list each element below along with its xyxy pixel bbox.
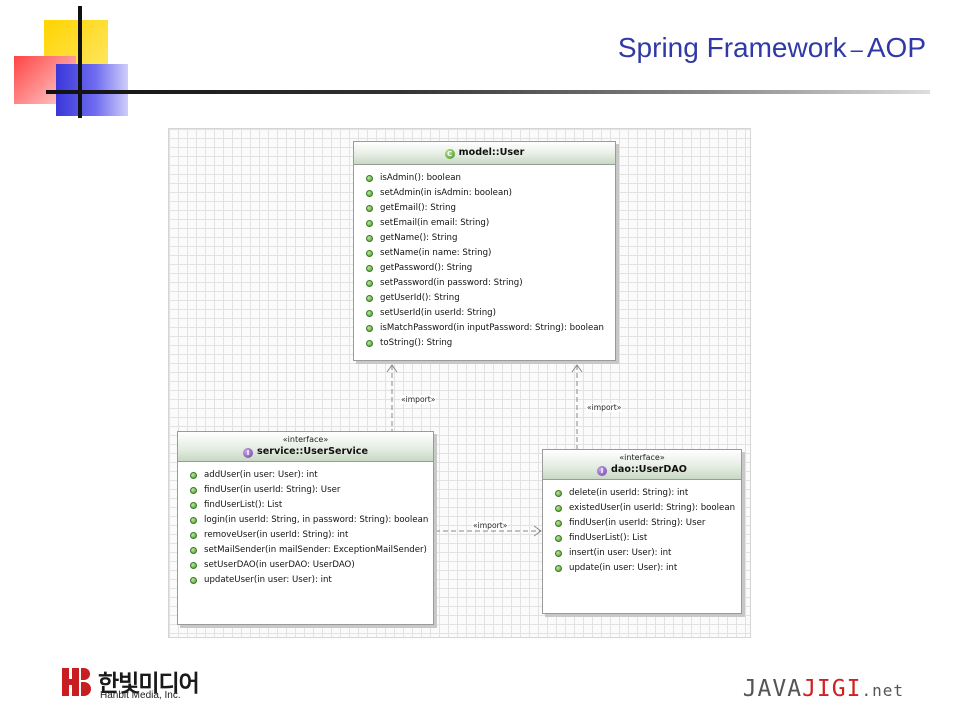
slide-title: Spring Framework–AOP [618, 32, 926, 64]
method-item: updateUser(in user: User): int [178, 573, 433, 588]
interface-name: dao::UserDAO [611, 464, 687, 475]
method-item: toString(): String [354, 336, 615, 351]
public-method-icon [366, 295, 373, 302]
javajigi-java: JAVA [742, 676, 803, 702]
public-method-icon [555, 520, 562, 527]
public-method-icon [366, 220, 373, 227]
publisher-subtitle: Hanbit Media, Inc. [100, 690, 181, 701]
import-label-dao-user: «import» [586, 403, 623, 412]
public-method-icon [555, 535, 562, 542]
public-method-icon [190, 577, 197, 584]
public-method-icon [366, 175, 373, 182]
method-list: delete(in userId: String): int existedUs… [543, 480, 741, 576]
import-label-service-dao: «import» [472, 521, 509, 530]
method-item: setName(in name: String) [354, 246, 615, 261]
method-list: addUser(in user: User): int findUser(in … [178, 462, 433, 588]
title-underline [46, 90, 930, 94]
public-method-icon [190, 517, 197, 524]
javajigi-logo: JAVAJIGI.net [743, 676, 904, 702]
public-method-icon [555, 490, 562, 497]
public-method-icon [366, 325, 373, 332]
hanbit-mark-icon [62, 668, 92, 696]
public-method-icon [366, 250, 373, 257]
stereotype-label: «interface» [619, 453, 665, 462]
public-method-icon [366, 310, 373, 317]
method-item: getName(): String [354, 231, 615, 246]
public-method-icon [366, 340, 373, 347]
interface-icon: I [597, 466, 608, 476]
class-name: model::User [458, 147, 525, 158]
method-item: setUserId(in userId: String) [354, 306, 615, 321]
public-method-icon [190, 562, 197, 569]
method-item: findUserList(): List [543, 531, 741, 546]
public-method-icon [190, 472, 197, 479]
dependency-arrows [386, 364, 583, 537]
public-method-icon [366, 190, 373, 197]
method-item: getEmail(): String [354, 201, 615, 216]
method-item: findUser(in userId: String): User [178, 483, 433, 498]
method-item: insert(in user: User): int [543, 546, 741, 561]
import-label-service-user: «import» [400, 395, 437, 404]
method-item: setUserDAO(in userDAO: UserDAO) [178, 558, 433, 573]
public-method-icon [190, 502, 197, 509]
method-item: findUserList(): List [178, 498, 433, 513]
javajigi-net: .net [861, 681, 904, 700]
slide-title-main: Spring Framework [617, 32, 847, 63]
public-method-icon [555, 550, 562, 557]
public-method-icon [190, 547, 197, 554]
method-item: removeUser(in userId: String): int [178, 528, 433, 543]
method-list: isAdmin(): boolean setAdmin(in isAdmin: … [354, 165, 615, 351]
method-item: findUser(in userId: String): User [543, 516, 741, 531]
public-method-icon [366, 205, 373, 212]
class-icon: C [444, 149, 455, 159]
public-method-icon [190, 532, 197, 539]
method-item: delete(in userId: String): int [543, 486, 741, 501]
public-method-icon [366, 235, 373, 242]
public-method-icon [555, 505, 562, 512]
method-item: login(in userId: String, in password: St… [178, 513, 433, 528]
method-item: existedUser(in userId: String): boolean [543, 501, 741, 516]
method-item: getPassword(): String [354, 261, 615, 276]
slide-title-topic: AOP [866, 32, 926, 63]
javajigi-jigi: JIGI [802, 676, 862, 702]
method-item: setEmail(in email: String) [354, 216, 615, 231]
method-item: isAdmin(): boolean [354, 171, 615, 186]
public-method-icon [366, 280, 373, 287]
public-method-icon [555, 565, 562, 572]
method-item: isMatchPassword(in inputPassword: String… [354, 321, 615, 336]
method-item: update(in user: User): int [543, 561, 741, 576]
method-item: setPassword(in password: String) [354, 276, 615, 291]
interface-name: service::UserService [257, 446, 368, 457]
public-method-icon [190, 487, 197, 494]
decor-vertical-line [78, 6, 82, 118]
method-item: setMailSender(in mailSender: ExceptionMa… [178, 543, 433, 558]
publisher-name: 한빛미디어 [98, 671, 200, 697]
slide-title-dash: – [850, 37, 863, 62]
method-item: addUser(in user: User): int [178, 468, 433, 483]
method-item: getUserId(): String [354, 291, 615, 306]
stereotype-label: «interface» [282, 435, 329, 444]
interface-icon: I [243, 448, 253, 458]
public-method-icon [366, 265, 373, 272]
method-item: setAdmin(in isAdmin: boolean) [354, 186, 615, 201]
